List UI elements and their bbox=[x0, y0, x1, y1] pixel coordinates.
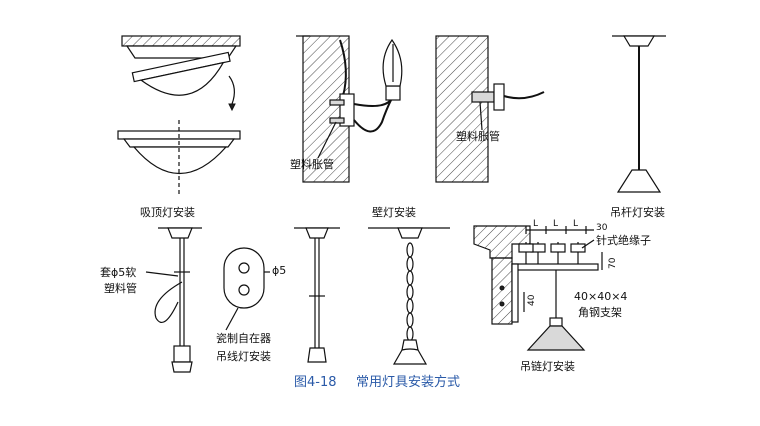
figure-caption-number: 图4-18 bbox=[294, 375, 337, 390]
cord-lamp-drawing: 套ϕ5软 塑料管 ϕ5 瓷制自在器 吊线灯安装 bbox=[100, 227, 286, 373]
figure-caption-title: 常用灯具安装方式 bbox=[356, 374, 460, 390]
rod-lamp-title: 吊杆灯安装 bbox=[610, 205, 665, 219]
rod-lamp-drawing: 吊杆灯安装 bbox=[610, 35, 666, 219]
wall-lamp-title: 壁灯安装 bbox=[372, 205, 416, 219]
cord-lamp-title-line2: 吊线灯安装 bbox=[216, 349, 271, 363]
middle-pendant-drawing bbox=[294, 227, 340, 363]
chain-lamp-title: 吊链灯安装 bbox=[520, 359, 575, 373]
dim-40: 40 bbox=[527, 294, 537, 306]
wall-lamp-drawing: 塑料胀管 塑料胀管 壁灯安装 bbox=[290, 35, 545, 219]
wall-lamp-anchor-right: 塑料胀管 bbox=[456, 129, 500, 143]
wall-lamp-anchor-left: 塑料胀管 bbox=[290, 157, 334, 171]
dim-L-1: L bbox=[533, 219, 538, 229]
ceiling-lamp-title: 吸顶灯安装 bbox=[140, 205, 195, 219]
dim-70: 70 bbox=[608, 257, 618, 269]
dim-L-2: L bbox=[553, 219, 558, 229]
angle-steel-line1: 40×40×4 bbox=[574, 290, 627, 303]
bracket-chain-lamp-drawing: L L L 30 针式绝缘子 70 40 40×40×4 角钢支架 吊链灯安装 bbox=[473, 219, 651, 373]
cord-lamp-hole-label: ϕ5 bbox=[272, 264, 286, 277]
dim-L-3: L bbox=[573, 219, 578, 229]
dim-30: 30 bbox=[596, 223, 608, 233]
cord-lamp-title-line1: 瓷制自在器 bbox=[216, 331, 271, 345]
chain-pendant-drawing bbox=[368, 227, 450, 365]
cord-lamp-sleeve-line2: 塑料管 bbox=[104, 281, 137, 295]
angle-steel-line2: 角钢支架 bbox=[578, 306, 622, 319]
cord-lamp-sleeve-line1: 套ϕ5软 bbox=[100, 265, 136, 279]
ceiling-lamp-drawing: 吸顶灯安装 bbox=[117, 35, 241, 219]
insulator-label: 针式绝缘子 bbox=[596, 233, 651, 247]
